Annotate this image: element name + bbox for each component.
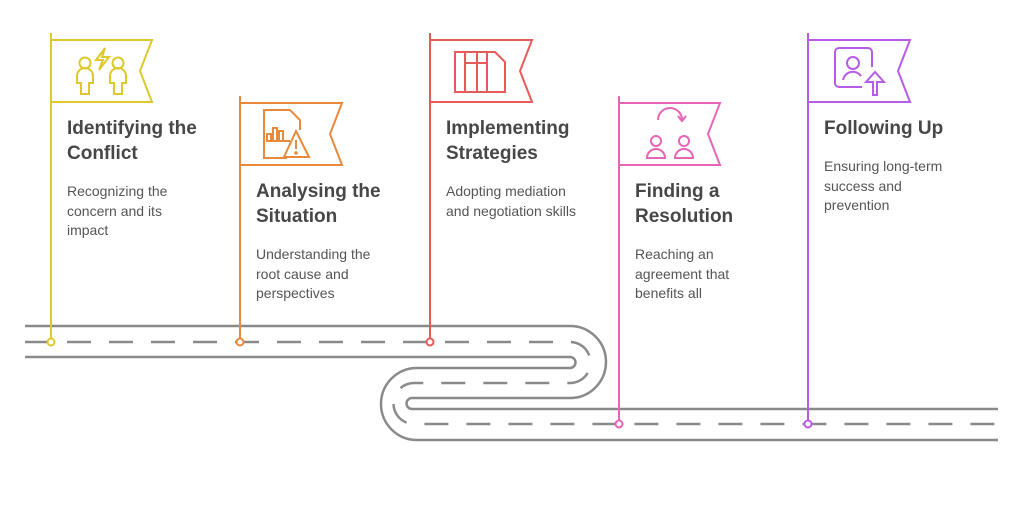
flag-implementing — [425, 33, 534, 347]
flag-finding — [614, 96, 722, 429]
step-description: Ensuring long-term success and preventio… — [824, 158, 943, 213]
people-cycle-icon — [645, 107, 695, 159]
step-description: Reaching an agreement that benefits all — [635, 246, 730, 301]
binders-icon — [454, 51, 506, 93]
chart-warning-icon — [263, 109, 311, 159]
user-upgrade-icon — [834, 47, 887, 96]
step-following: Following Up Ensuring long-term success … — [824, 116, 984, 216]
step-title: Analysing the Situation — [256, 181, 381, 227]
road-outer-edge — [25, 324, 998, 411]
step-finding: Finding a Resolution Reaching an agreeme… — [635, 179, 795, 304]
step-analysing: Analysing the Situation Understanding th… — [256, 179, 416, 304]
people-conflict-icon — [76, 47, 127, 95]
step-identifying: Identifying the Conflict Recognizing the… — [67, 116, 227, 241]
flag-identifying — [46, 33, 154, 347]
step-title: Identifying the Conflict — [67, 118, 197, 164]
step-description: Adopting mediation and negotiation skill… — [446, 183, 576, 219]
flag-analysing — [235, 96, 344, 347]
step-implementing: Implementing Strategies Adopting mediati… — [446, 116, 606, 221]
step-title: Finding a Resolution — [635, 181, 734, 227]
road-inner-edge — [25, 355, 998, 442]
road-center-dashes — [25, 340, 998, 426]
step-title: Following Up — [824, 118, 944, 139]
step-description: Understanding the root cause and perspec… — [256, 246, 371, 301]
flag-following — [803, 33, 912, 429]
road — [25, 324, 998, 442]
step-description: Recognizing the concern and its impact — [67, 183, 168, 238]
step-title: Implementing Strategies — [446, 118, 570, 164]
